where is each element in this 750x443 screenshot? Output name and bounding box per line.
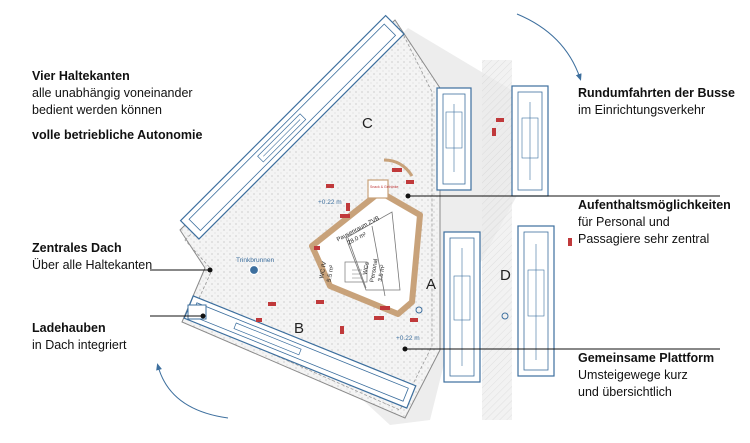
trinkbrunnen-label: Trinkbrunnen bbox=[236, 257, 274, 264]
circulation-arrow-bottom bbox=[156, 363, 229, 419]
bus-road bbox=[482, 60, 512, 420]
stop-label-a: A bbox=[426, 276, 436, 293]
wcs-personal-label: WCs Personal 3.5 m² bbox=[363, 258, 387, 282]
annotation-title: Rundumfahrten der Busse bbox=[578, 86, 735, 100]
annotation-line: und übersichtlich bbox=[578, 385, 672, 399]
wheelchair-icon-2 bbox=[501, 312, 509, 320]
annotation-aufenthalt: Aufenthaltsmöglichkeiten für Personal un… bbox=[578, 197, 731, 248]
circulation-arrow-top bbox=[516, 13, 582, 81]
snack-kiosk bbox=[367, 179, 389, 199]
level-label-bottom: +0.22 m bbox=[396, 335, 420, 342]
bus-lane-d bbox=[511, 85, 555, 377]
bench-curve-top bbox=[383, 158, 414, 177]
annotation-vier-haltekanten: Vier Haltekanten alle unabhängig voneina… bbox=[32, 68, 193, 119]
annotation-line: alle unabhängig voneinander bbox=[32, 86, 193, 100]
svg-text:WC IV: WC IV bbox=[319, 261, 328, 279]
wheelchair-icon bbox=[415, 306, 423, 314]
svg-text:Personal: Personal bbox=[370, 258, 380, 282]
annotation-ladehauben: Ladehauben in Dach integriert bbox=[32, 320, 127, 354]
roof-outline bbox=[184, 27, 433, 411]
annotation-line: bedient werden können bbox=[32, 103, 162, 117]
annotation-title: Gemeinsame Plattform bbox=[578, 351, 715, 365]
annotation-rundumfahrten: Rundumfahrten der Busse im Einrichtungsv… bbox=[578, 85, 735, 119]
annotation-line: Über alle Haltekanten bbox=[32, 258, 153, 272]
stop-edge-b bbox=[183, 295, 417, 409]
stop-edge-c bbox=[179, 14, 405, 240]
annotation-title: Vier Haltekanten bbox=[32, 69, 130, 83]
annotation-plattform: Gemeinsame Plattform Umsteigewege kurz u… bbox=[578, 350, 714, 401]
annotation-title: Aufenthaltsmöglichkeiten bbox=[578, 198, 731, 212]
annotation-zentrales-dach: Zentrales Dach Über alle Haltekanten bbox=[32, 240, 152, 274]
annotation-line: in Dach integriert bbox=[32, 338, 127, 352]
snack-label: Snack & Getränke bbox=[370, 185, 398, 189]
annotation-line: Passagiere sehr zentral bbox=[578, 232, 710, 246]
annotation-title: volle betriebliche Autonomie bbox=[32, 128, 203, 142]
wc-iv-label: WC IV 5.5 m² bbox=[319, 261, 336, 283]
stop-label-c: C bbox=[362, 115, 373, 132]
stop-label-b: B bbox=[294, 320, 304, 337]
svg-text:5.5 m²: 5.5 m² bbox=[327, 265, 336, 283]
bus-lane-a bbox=[436, 87, 481, 383]
annotation-line: Umsteigewege kurz bbox=[578, 368, 688, 382]
svg-text:WCs: WCs bbox=[363, 262, 371, 276]
stop-label-d: D bbox=[500, 267, 511, 284]
annotation-title: Zentrales Dach bbox=[32, 241, 122, 255]
drinking-fountain-icon bbox=[248, 264, 260, 276]
annotation-autonomie: volle betriebliche Autonomie bbox=[32, 127, 202, 144]
annotation-line: für Personal und bbox=[578, 215, 670, 229]
svg-text:3.5 m²: 3.5 m² bbox=[378, 264, 387, 282]
annotation-title: Ladehauben bbox=[32, 321, 106, 335]
annotation-line: im Einrichtungsverkehr bbox=[578, 103, 706, 117]
furniture-group bbox=[256, 118, 572, 334]
level-label-top: +0.22 m bbox=[318, 199, 342, 206]
